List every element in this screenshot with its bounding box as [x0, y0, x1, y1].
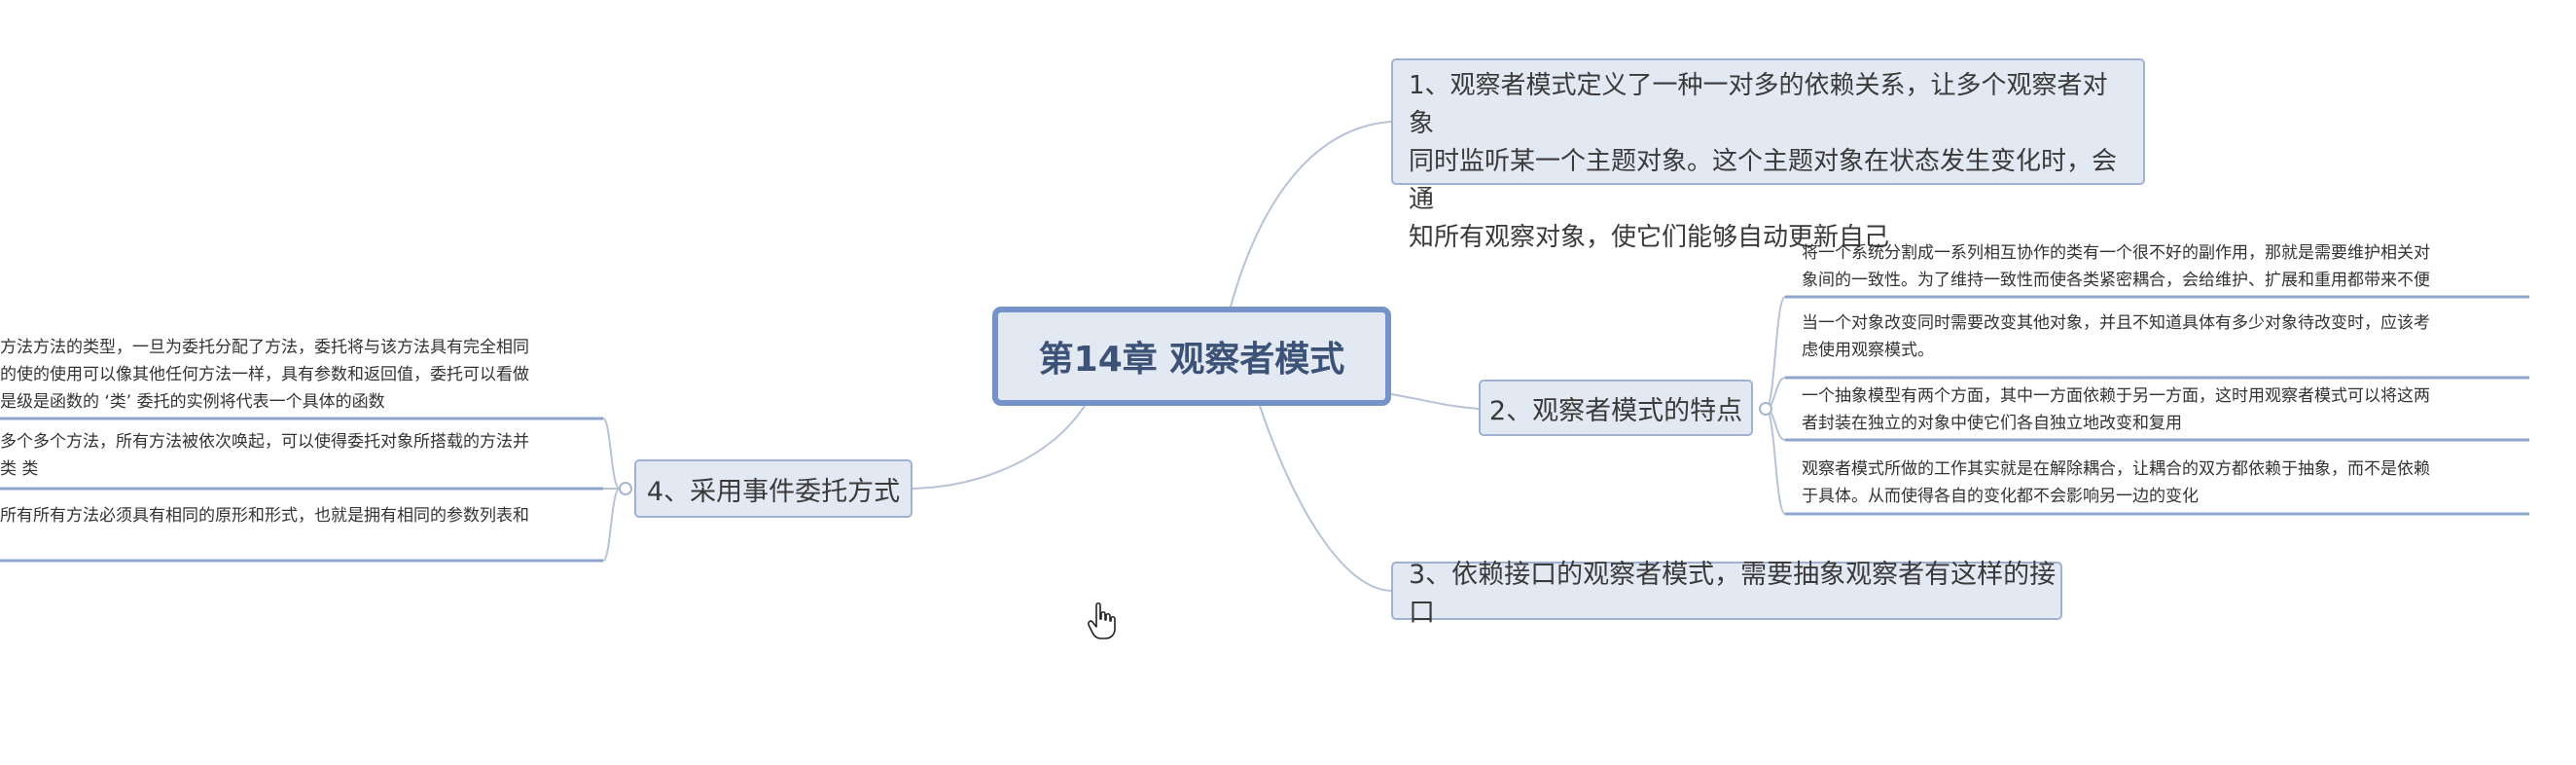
- branch-3-interface[interactable]: 3、依赖接口的观察者模式，需要抽象观察者有这样的接口: [1391, 560, 2062, 628]
- link-b4-leaf1: [602, 418, 621, 490]
- leaf-line: 观察者模式所做的工作其实就是在解除耦合，让耦合的双方都依赖于抽象，而不是依赖: [1802, 459, 2430, 479]
- leaf-line: 一个抽象模型有两个方面，其中一方面依赖于另一方面，这时用观察者模式可以将这两: [1802, 386, 2430, 406]
- branch-1-line: 知所有观察对象，使它们能够自动更新自己: [1409, 223, 1890, 252]
- collapse-toggle-b4[interactable]: [619, 482, 632, 495]
- root-title: 第14章 观察者模式: [1038, 340, 1345, 380]
- branch-2-features[interactable]: 2、观察者模式的特点: [1479, 380, 1753, 436]
- link-root-b3: [1259, 405, 1392, 592]
- root-topic[interactable]: 第14章 观察者模式: [992, 307, 1391, 406]
- leaf-line: 者封装在独立的对象中使它们各自独立地改变和复用: [1802, 414, 2182, 433]
- leaf-line: 类 类: [0, 459, 39, 479]
- branch-3-label: 3、依赖接口的观察者模式，需要抽象观察者有这样的接口: [1409, 560, 2057, 628]
- leaf-line: 当一个对象改变同时需要改变其他对象，并且不知道具体有多少对象待改变时，应该考: [1802, 313, 2430, 333]
- leaf-line: 方法方法的类型，一旦为委托分配了方法，委托将与该方法具有完全相同: [0, 338, 529, 357]
- link-root-b1: [1230, 121, 1392, 308]
- leaf-line: 是级是函数的 ‘类’ 委托的实例将代表一个具体的函数: [0, 392, 385, 412]
- b4-leaf-2[interactable]: 多个多个方法，所有方法被依次唤起，可以使得委托对象所搭载的方法并 类 类: [0, 428, 593, 483]
- b2-leaf-2[interactable]: 当一个对象改变同时需要改变其他对象，并且不知道具体有多少对象待改变时，应该考 虑…: [1802, 310, 2522, 364]
- leaf-line: 于具体。从而使得各自的变化都不会影响另一边的变化: [1802, 487, 2199, 506]
- branch-4-event-delegate[interactable]: 4、采用事件委托方式: [634, 459, 912, 518]
- collapse-toggle-b2[interactable]: [1759, 402, 1772, 416]
- leaf-line: 多个多个方法，所有方法被依次唤起，可以使得委托对象所搭载的方法并: [0, 432, 529, 452]
- link-root-b4: [912, 405, 1086, 490]
- leaf-line: 的使的使用可以像其他任何方法一样，具有参数和返回值，委托可以看做: [0, 365, 529, 384]
- b2-leaf-3[interactable]: 一个抽象模型有两个方面，其中一方面依赖于另一方面，这时用观察者模式可以将这两 者…: [1802, 382, 2522, 437]
- leaf-line: 所有所有方法必须具有相同的原形和形式，也就是拥有相同的参数列表和: [0, 506, 529, 526]
- branch-1-definition[interactable]: 1、观察者模式定义了一种一对多的依赖关系，让多个观察者对象 同时监听某一个主题对…: [1391, 58, 2145, 252]
- b2-leaf-1[interactable]: 将一个系统分割成一系列相互协作的类有一个很不好的副作用，那就是需要维护相关对 象…: [1802, 239, 2522, 294]
- b2-leaf-4[interactable]: 观察者模式所做的工作其实就是在解除耦合，让耦合的双方都依赖于抽象，而不是依赖 于…: [1802, 455, 2522, 510]
- branch-2-label: 2、观察者模式的特点: [1488, 395, 1743, 426]
- link-b4-leaf3: [602, 488, 621, 562]
- b4-leaf-1[interactable]: 方法方法的类型，一旦为委托分配了方法，委托将与该方法具有完全相同 的使的使用可以…: [0, 334, 593, 416]
- branch-1-line: 1、观察者模式定义了一种一对多的依赖关系，让多个观察者对象: [1409, 71, 2108, 138]
- link-root-b2: [1390, 393, 1480, 410]
- leaf-line: 虑使用观察模式。: [1802, 341, 1934, 360]
- leaf-line: 象间的一致性。为了维持一致性而使各类紧密耦合，会给维护、扩展和重用都带来不便: [1802, 271, 2430, 290]
- branch-1-line: 同时监听某一个主题对象。这个主题对象在状态发生变化时，会通: [1409, 147, 2118, 214]
- b4-leaf-3[interactable]: 所有所有方法必须具有相同的原形和形式，也就是拥有相同的参数列表和: [0, 502, 593, 529]
- hand-cursor-icon: [1088, 601, 1116, 639]
- branch-4-label: 4、采用事件委托方式: [646, 476, 901, 507]
- leaf-line: 将一个系统分割成一系列相互协作的类有一个很不好的副作用，那就是需要维护相关对: [1802, 243, 2430, 263]
